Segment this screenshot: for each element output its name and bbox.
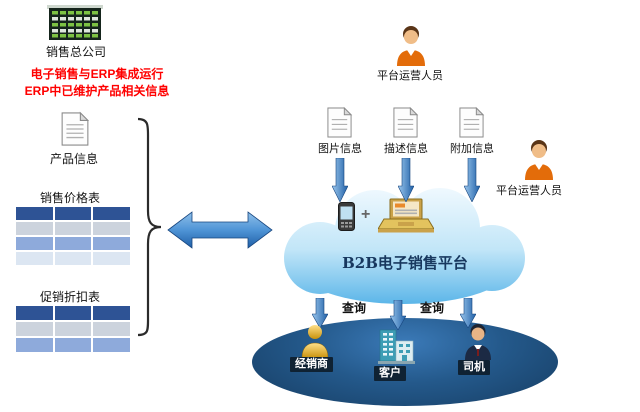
picture-info-label: 图片信息 — [318, 143, 362, 155]
price-table-label: 销售价格表 — [40, 191, 101, 205]
customer-label: 客户 — [374, 366, 406, 381]
upload-arrow-1-icon — [332, 158, 348, 202]
exchange-double-arrow-icon — [167, 211, 273, 249]
erp-note: 电子销售与ERP集成运行 ERP中已维护产品相关信息 — [4, 66, 190, 100]
discount-table-label: 促销折扣表 — [40, 290, 101, 304]
driver-person-icon — [465, 324, 491, 360]
distributor-person-icon — [301, 325, 329, 358]
driver-label: 司机 — [458, 360, 490, 375]
query-arrow-1-icon — [312, 298, 328, 328]
phone-icon — [338, 202, 355, 231]
table-row — [16, 306, 131, 320]
additional-info-label: 附加信息 — [450, 143, 494, 155]
query-arrow-3-icon — [460, 298, 476, 328]
cloud-title: B2B电子销售平台 — [342, 254, 468, 272]
head-office-label: 销售总公司 — [46, 45, 107, 59]
grouping-brace-icon — [137, 117, 162, 337]
product-info-doc-icon — [61, 111, 90, 146]
description-info-label: 描述信息 — [384, 143, 428, 155]
picture-info-doc-icon — [327, 106, 353, 138]
laptop-icon — [378, 198, 434, 233]
table-row — [16, 237, 131, 250]
upload-arrow-2-icon — [398, 158, 414, 202]
operator-right-label: 平台运营人员 — [496, 185, 562, 197]
discount-table-graphic — [16, 306, 131, 352]
upload-arrow-3-icon — [464, 158, 480, 202]
erp-note-line1: 电子销售与ERP集成运行 — [30, 67, 164, 81]
query-label-left: 查询 — [342, 301, 367, 315]
distributor-label: 经销商 — [290, 357, 333, 372]
table-row — [16, 338, 131, 352]
additional-info-doc-icon — [459, 106, 485, 138]
operator-top-label: 平台运营人员 — [377, 70, 443, 82]
query-label-right: 查询 — [420, 301, 445, 315]
table-row — [16, 322, 131, 336]
operator-top-person-icon — [397, 26, 425, 66]
operator-right-person-icon — [525, 140, 553, 180]
customer-building-icon — [378, 329, 415, 364]
description-info-doc-icon — [393, 106, 419, 138]
product-info-label: 产品信息 — [50, 152, 99, 166]
price-table-graphic — [16, 207, 131, 265]
query-arrow-2-icon — [390, 300, 406, 330]
table-row — [16, 207, 131, 220]
erp-note-line2: ERP中已维护产品相关信息 — [24, 84, 170, 98]
table-row — [16, 222, 131, 235]
table-row — [16, 252, 131, 265]
plus-sign: + — [361, 206, 371, 223]
head-office-building-icon — [47, 5, 103, 40]
